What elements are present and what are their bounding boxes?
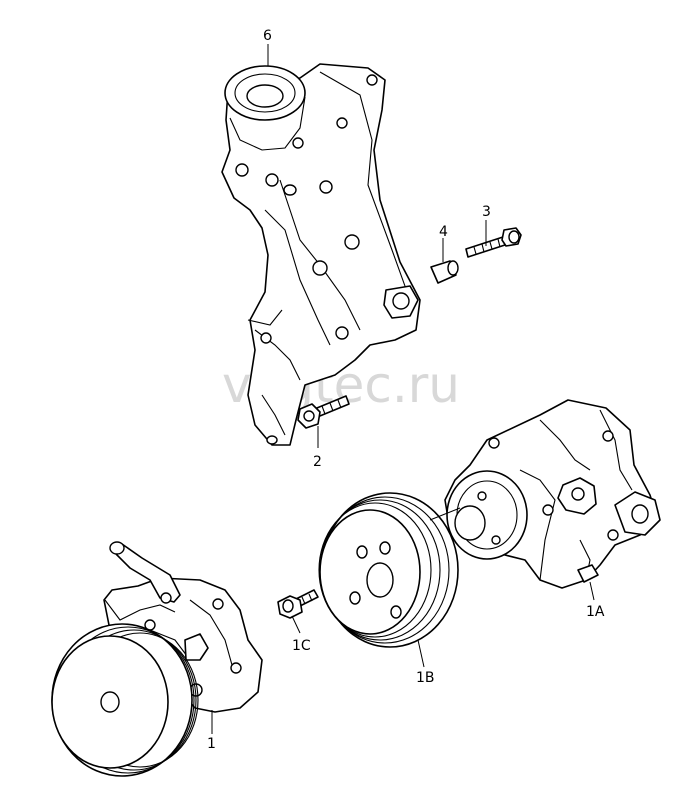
bolt-part-2 — [297, 395, 350, 429]
bolt-part-1C — [277, 589, 319, 619]
callout-1: 1 — [207, 736, 216, 752]
sleeve-part-4 — [430, 260, 459, 284]
callout-4: 4 — [439, 224, 448, 240]
pulley-part-1B — [318, 492, 459, 648]
bracket-part-6 — [221, 63, 421, 446]
pump-assembly-part-1 — [51, 541, 263, 777]
callout-6: 6 — [263, 28, 272, 44]
callout-2: 2 — [313, 454, 322, 470]
leader-line-1A — [589, 581, 595, 601]
bolt-part-3 — [465, 227, 522, 258]
leader-line-1B — [417, 639, 425, 668]
leader-line-pump-pulley — [429, 507, 461, 521]
pump-body-part-1A — [444, 399, 661, 589]
leader-line-1C — [291, 615, 301, 634]
callout-1B: 1B — [416, 670, 435, 686]
callout-1C: 1C — [292, 638, 311, 654]
callout-3: 3 — [482, 204, 491, 220]
callout-1A: 1A — [586, 604, 605, 620]
